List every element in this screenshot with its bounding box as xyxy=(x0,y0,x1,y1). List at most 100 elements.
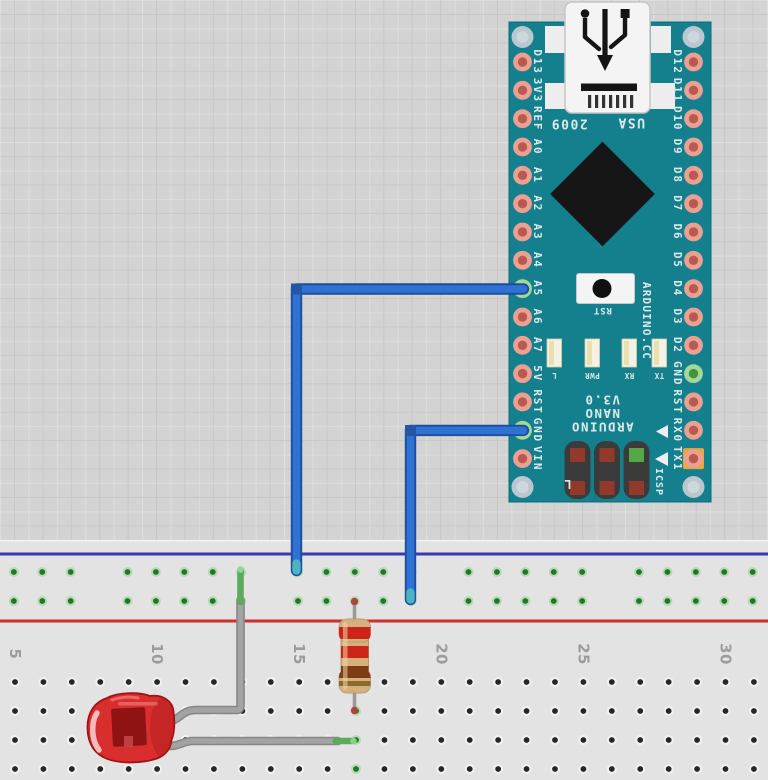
breadboard-hole[interactable] xyxy=(635,706,646,716)
pin-d5[interactable] xyxy=(684,250,703,270)
breadboard-hole[interactable] xyxy=(549,706,560,716)
breadboard-hole[interactable] xyxy=(379,735,390,745)
breadboard-hole[interactable] xyxy=(66,706,77,716)
breadboard-hole[interactable] xyxy=(578,735,589,745)
breadboard-hole[interactable] xyxy=(635,764,646,774)
pin-d8[interactable] xyxy=(684,165,703,185)
breadboard-hole[interactable] xyxy=(265,764,276,774)
breadboard-hole[interactable] xyxy=(10,677,20,687)
breadboard-hole[interactable] xyxy=(692,764,703,774)
breadboard-hole[interactable] xyxy=(493,677,504,687)
pin-d3[interactable] xyxy=(684,307,703,327)
breadboard-hole[interactable] xyxy=(407,764,418,774)
power-rail-hole[interactable] xyxy=(577,596,588,606)
pin-d13[interactable] xyxy=(513,52,532,72)
power-rail-hole[interactable] xyxy=(690,596,701,606)
breadboard-hole[interactable] xyxy=(748,764,759,774)
power-rail-hole[interactable] xyxy=(8,596,19,606)
breadboard-hole[interactable] xyxy=(407,735,418,745)
pin-d10[interactable] xyxy=(684,109,703,129)
breadboard-hole[interactable] xyxy=(635,677,646,687)
reset-button[interactable] xyxy=(576,273,635,304)
breadboard-hole[interactable] xyxy=(464,677,475,687)
breadboard-hole[interactable] xyxy=(123,764,134,774)
breadboard-hole[interactable] xyxy=(578,764,589,774)
icsp-pad-connected[interactable] xyxy=(629,448,644,462)
breadboard-hole[interactable] xyxy=(436,764,447,774)
power-rail-hole[interactable] xyxy=(634,567,644,577)
wire-rail-to-led-column[interactable] xyxy=(165,597,244,724)
power-rail-hole[interactable] xyxy=(634,596,644,606)
pin-d7[interactable] xyxy=(684,194,703,214)
breadboard-hole[interactable] xyxy=(265,677,276,687)
pin-d2[interactable] xyxy=(684,335,703,355)
breadboard-hole[interactable] xyxy=(748,677,759,687)
breadboard-hole[interactable] xyxy=(436,735,447,745)
breadboard-hole[interactable] xyxy=(38,706,49,716)
breadboard-hole[interactable] xyxy=(38,677,49,687)
breadboard-hole[interactable] xyxy=(663,735,674,745)
breadboard-hole[interactable] xyxy=(294,706,305,716)
breadboard-hole[interactable] xyxy=(493,735,504,745)
breadboard-hole[interactable] xyxy=(493,764,504,774)
breadboard-hole[interactable] xyxy=(549,764,560,774)
power-rail-hole[interactable] xyxy=(65,567,76,577)
pin-3v3[interactable] xyxy=(513,80,532,100)
pin-vin[interactable] xyxy=(513,449,532,469)
breadboard-hole[interactable] xyxy=(692,706,703,716)
pin-gnd[interactable] xyxy=(684,364,703,384)
pin-d11[interactable] xyxy=(684,80,703,100)
power-rail-hole[interactable] xyxy=(122,567,133,577)
power-rail-hole[interactable] xyxy=(747,567,758,577)
breadboard-hole[interactable] xyxy=(123,677,134,687)
breadboard-hole[interactable] xyxy=(208,677,219,687)
pin-a0[interactable] xyxy=(513,137,532,157)
power-rail-hole[interactable] xyxy=(293,596,303,606)
power-rail-hole[interactable] xyxy=(37,596,48,606)
breadboard-hole[interactable] xyxy=(10,735,20,745)
breadboard-hole[interactable] xyxy=(606,764,617,774)
power-rail-hole[interactable] xyxy=(378,596,389,606)
breadboard-hole[interactable] xyxy=(436,706,447,716)
pin-d4[interactable] xyxy=(684,279,703,299)
pin-a6[interactable] xyxy=(513,307,532,327)
breadboard-hole[interactable] xyxy=(464,764,475,774)
wire-bendpoint[interactable] xyxy=(291,283,302,295)
breadboard-hole[interactable] xyxy=(521,764,532,774)
breadboard-hole[interactable] xyxy=(95,677,106,687)
red-led[interactable] xyxy=(86,692,179,764)
power-rail-hole[interactable] xyxy=(321,596,332,606)
breadboard-hole[interactable] xyxy=(38,735,49,745)
power-rail-hole[interactable] xyxy=(150,567,161,577)
icsp-pad[interactable] xyxy=(570,481,585,495)
breadboard-hole[interactable] xyxy=(351,764,362,774)
breadboard-hole[interactable] xyxy=(635,735,646,745)
breadboard-hole[interactable] xyxy=(379,677,390,687)
resistor[interactable] xyxy=(338,597,372,715)
lead-end-cap[interactable] xyxy=(350,737,357,745)
breadboard-hole[interactable] xyxy=(720,677,731,687)
icsp-pad[interactable] xyxy=(570,448,585,462)
power-rail-hole[interactable] xyxy=(207,596,218,606)
breadboard-hole[interactable] xyxy=(464,735,475,745)
power-rail-hole[interactable] xyxy=(321,567,332,577)
power-rail-hole[interactable] xyxy=(548,596,559,606)
pin-a2[interactable] xyxy=(513,194,532,214)
power-rail-hole[interactable] xyxy=(179,567,190,577)
breadboard-hole[interactable] xyxy=(66,764,77,774)
breadboard-hole[interactable] xyxy=(663,706,674,716)
pin-d6[interactable] xyxy=(684,222,703,242)
breadboard-hole[interactable] xyxy=(606,706,617,716)
breadboard-hole[interactable] xyxy=(152,677,163,687)
breadboard-hole[interactable] xyxy=(294,764,305,774)
breadboard-hole[interactable] xyxy=(578,677,589,687)
power-rail-hole[interactable] xyxy=(491,596,502,606)
pin-ref[interactable] xyxy=(513,109,532,129)
power-rail-hole[interactable] xyxy=(349,567,360,577)
breadboard-hole[interactable] xyxy=(322,677,333,687)
breadboard-hole[interactable] xyxy=(720,706,731,716)
power-rail-hole[interactable] xyxy=(378,567,389,577)
breadboard-hole[interactable] xyxy=(521,706,532,716)
breadboard-hole[interactable] xyxy=(294,677,305,687)
